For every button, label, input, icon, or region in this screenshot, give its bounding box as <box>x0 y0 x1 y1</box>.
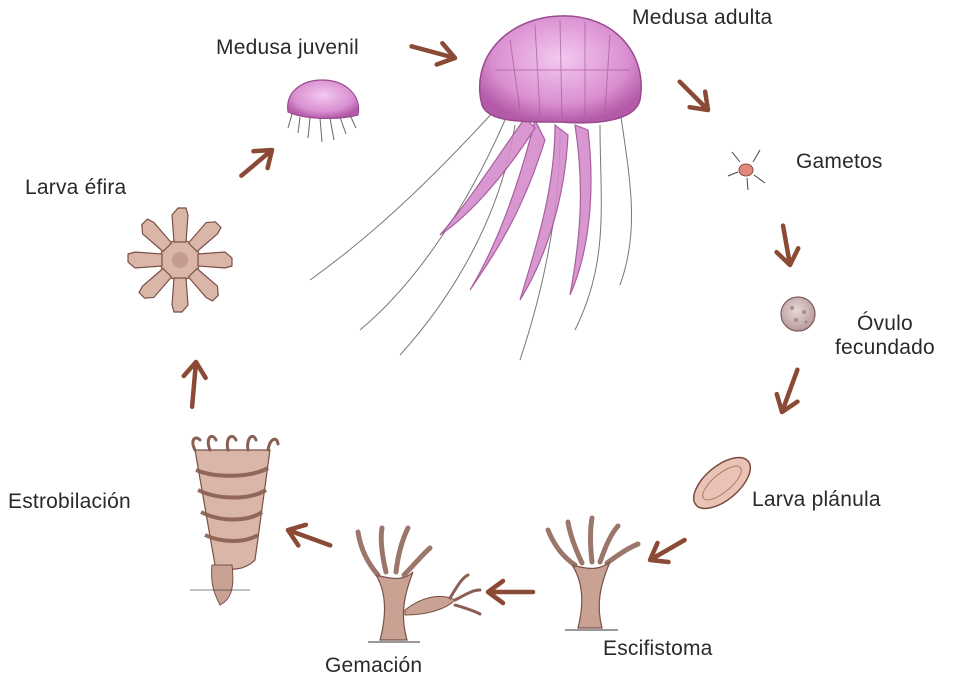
ephyra-larva-illustration <box>128 208 232 312</box>
label-larva-planula: Larva plánula <box>752 488 881 512</box>
fertilized-egg-illustration <box>781 297 815 331</box>
strobilation-illustration <box>190 436 278 605</box>
gametes-illustration <box>728 150 765 190</box>
adult-medusa-illustration <box>310 16 641 360</box>
cycle-arrows <box>181 36 808 603</box>
label-estrobilacion: Estrobilación <box>8 490 131 514</box>
planula-larva-illustration <box>685 448 759 518</box>
arrow-escifistoma-to-gemacion <box>488 581 533 603</box>
label-gametos: Gametos <box>796 150 883 174</box>
scyphistoma-illustration <box>548 518 638 630</box>
label-medusa-adulta: Medusa adulta <box>632 6 772 30</box>
label-gemacion: Gemación <box>325 654 422 678</box>
arrow-estrobilacion-to-efira <box>181 361 207 408</box>
label-ovulo-line-1: Óvulo <box>835 312 935 336</box>
label-ovulo-line-2: fecundado <box>835 336 935 360</box>
arrow-gametos-to-ovulo <box>772 224 801 267</box>
arrow-efira-to-juvenil <box>234 142 279 185</box>
label-larva-efira: Larva éfira <box>25 176 126 200</box>
label-ovulo-fecundado: Óvulo fecundado <box>835 312 935 360</box>
label-medusa-juvenil: Medusa juvenil <box>216 36 359 60</box>
budding-polyp-illustration <box>358 528 480 642</box>
arrow-juvenil-to-adulta <box>409 36 458 69</box>
arrow-adulta-to-gametos <box>672 74 716 118</box>
label-escifistoma: Escifistoma <box>603 637 713 661</box>
arrow-gemacion-to-estrobilacion <box>284 520 334 556</box>
arrow-planula-to-escifistoma <box>645 530 691 569</box>
juvenile-medusa-illustration <box>288 80 359 142</box>
arrow-ovulo-to-planula <box>772 366 808 416</box>
